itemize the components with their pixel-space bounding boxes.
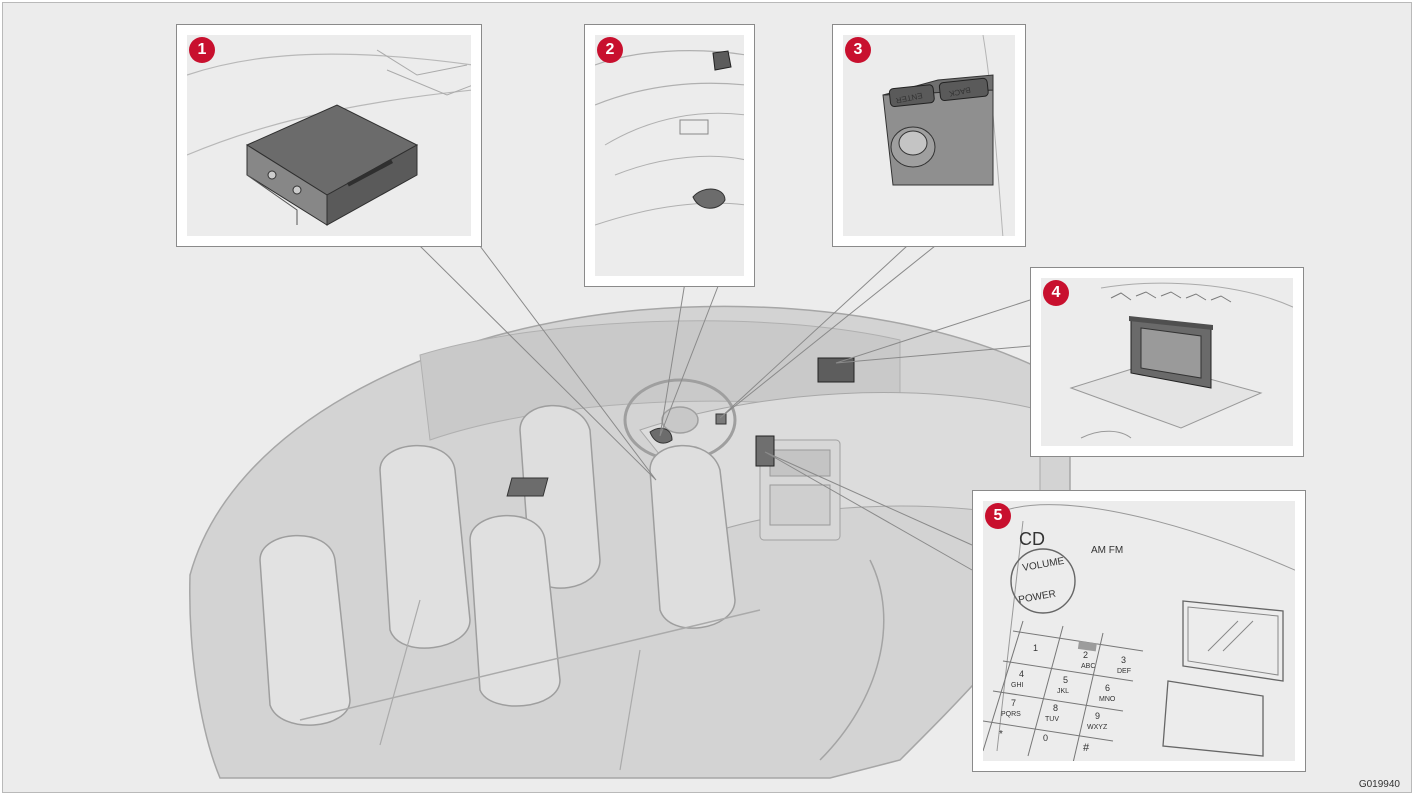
callout-2: 2 xyxy=(597,37,623,63)
detail-panel-4: 4 xyxy=(1030,267,1304,457)
detail-panel-5: CD AM FM VOLUME POWER 1 2 ABC 3 DEF 4 GH… xyxy=(972,490,1306,772)
control-buttons-illustration: ENTER BACK xyxy=(843,35,1015,236)
key-2: 2 xyxy=(1083,650,1088,660)
figure-code: G019940 xyxy=(1359,779,1400,790)
key-4: 4 xyxy=(1019,669,1024,679)
am-fm-label: AM FM xyxy=(1091,545,1123,556)
callout-3: 3 xyxy=(845,37,871,63)
key-hash: # xyxy=(1083,742,1090,754)
detail-panel-2: 2 xyxy=(584,24,755,287)
keypad-illustration: CD AM FM VOLUME POWER 1 2 ABC 3 DEF 4 GH… xyxy=(983,501,1295,761)
detail-panel-3: ENTER BACK 3 xyxy=(832,24,1026,247)
key-8: 8 xyxy=(1053,703,1058,713)
callout-4: 4 xyxy=(1043,280,1069,306)
key-6-letters: MNO xyxy=(1099,696,1116,703)
detail-panel-1: 1 xyxy=(176,24,482,247)
key-4-letters: GHI xyxy=(1011,682,1024,689)
callout-5: 5 xyxy=(985,503,1011,529)
key-9: 9 xyxy=(1095,711,1100,721)
callout-1: 1 xyxy=(189,37,215,63)
navigation-display-illustration xyxy=(1041,278,1293,446)
media-unit-illustration xyxy=(187,35,471,236)
key-7: 7 xyxy=(1011,698,1016,708)
key-5: 5 xyxy=(1063,675,1068,685)
key-5-letters: JKL xyxy=(1057,688,1069,695)
key-7-letters: PQRS xyxy=(1001,711,1021,718)
volume-label: VOLUME xyxy=(1022,556,1066,574)
key-9-letters: WXYZ xyxy=(1087,724,1108,731)
door-panel-illustration xyxy=(595,35,744,276)
key-8-letters: TUV xyxy=(1045,716,1059,723)
key-3-letters: DEF xyxy=(1117,668,1131,675)
key-6: 6 xyxy=(1105,683,1110,693)
power-label: POWER xyxy=(1018,589,1057,606)
cd-label: CD xyxy=(1019,529,1045,549)
key-2-letters: ABC xyxy=(1081,663,1095,670)
key-1: 1 xyxy=(1033,643,1038,653)
key-0: 0 xyxy=(1043,733,1048,743)
key-star: * xyxy=(999,729,1003,740)
key-3: 3 xyxy=(1121,655,1126,665)
